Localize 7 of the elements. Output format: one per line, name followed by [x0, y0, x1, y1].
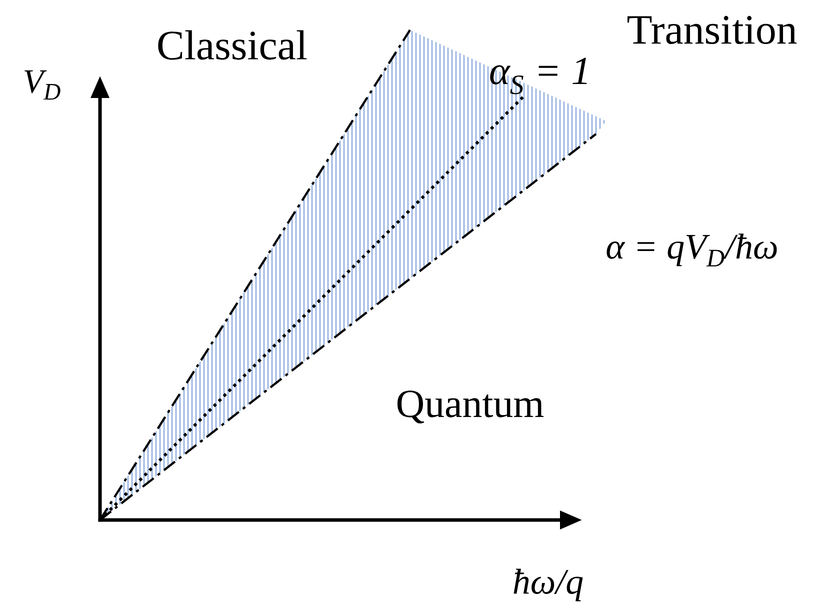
line-label: α$_{S}$ = 1 — [490, 58, 587, 94]
region-label: Transition — [628, 16, 797, 44]
axis-label: V$_{D}$ — [24, 70, 60, 100]
region-label: Quantum — [398, 390, 544, 424]
region-label: Classical — [158, 30, 307, 60]
formula-label: α = qV$_{D}$/ħω — [606, 234, 777, 266]
axis-label: ħω/q — [514, 568, 583, 602]
